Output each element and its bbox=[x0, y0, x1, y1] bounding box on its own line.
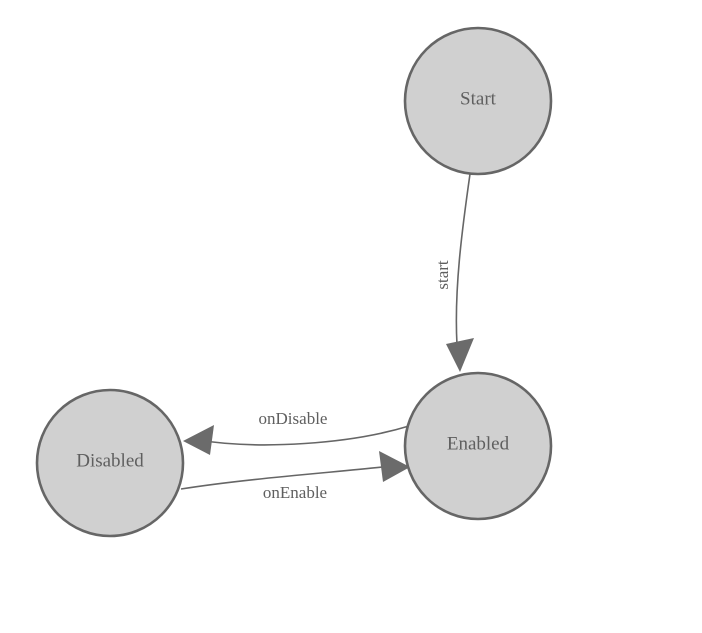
arrowhead-into-enabled-top bbox=[446, 338, 474, 372]
edge-path-disabled-to-enabled bbox=[180, 465, 393, 490]
node-enabled-circle bbox=[403, 371, 553, 521]
edge-disabled-to-enabled[interactable]: onEnable bbox=[180, 451, 410, 502]
edge-path-enabled-to-disabled bbox=[197, 425, 410, 446]
edge-enabled-to-disabled[interactable]: onDisable bbox=[183, 409, 410, 455]
node-enabled[interactable]: Enabled bbox=[403, 371, 553, 521]
node-enabled-label: Enabled bbox=[447, 433, 510, 454]
node-disabled[interactable]: Disabled bbox=[35, 388, 185, 538]
node-disabled-circle bbox=[35, 388, 185, 538]
edge-start-to-enabled[interactable]: start bbox=[433, 173, 474, 372]
node-start-label: Start bbox=[460, 88, 497, 109]
edge-label-start: start bbox=[433, 260, 452, 290]
node-start[interactable]: Start bbox=[403, 26, 553, 176]
edge-label-onenable: onEnable bbox=[263, 483, 327, 502]
edge-path-start-to-enabled bbox=[455, 173, 471, 346]
arrowhead-into-disabled bbox=[183, 425, 214, 455]
node-start-circle bbox=[403, 26, 553, 176]
edge-label-ondisable: onDisable bbox=[259, 409, 328, 428]
node-disabled-label: Disabled bbox=[76, 450, 144, 471]
arrowhead-into-enabled-left bbox=[379, 451, 410, 482]
